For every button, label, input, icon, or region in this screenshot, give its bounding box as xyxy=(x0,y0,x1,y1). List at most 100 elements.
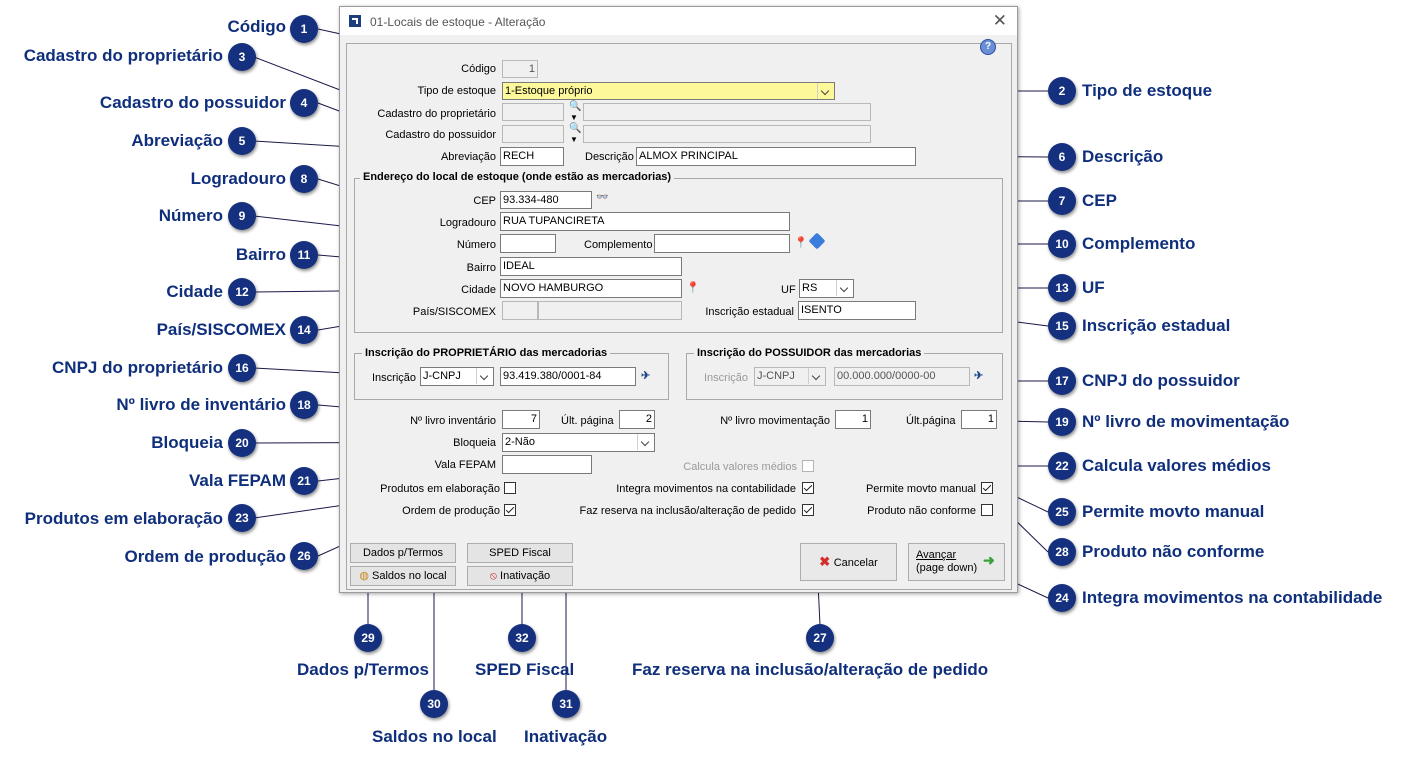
produto-nao-conforme-label: Produto não conforme xyxy=(867,505,976,517)
callout-badge-26: 26 xyxy=(290,542,318,570)
cep-input[interactable]: 93.334-480 xyxy=(500,191,592,209)
callout-caption-24: Integra movimentos na contabilidade xyxy=(1082,588,1383,607)
callout-caption-17: CNPJ do possuidor xyxy=(1082,371,1240,390)
complemento-input[interactable] xyxy=(654,234,790,253)
callout-badge-10: 10 xyxy=(1048,230,1076,258)
proprietario-cnpj-input[interactable]: 93.419.380/0001-84 xyxy=(500,367,636,386)
bairro-input[interactable]: IDEAL xyxy=(500,257,682,276)
cidade-input[interactable]: NOVO HAMBURGO xyxy=(500,279,682,298)
inscricao-estadual-input[interactable]: ISENTO xyxy=(798,301,916,320)
callout-caption-19: Nº livro de movimentação xyxy=(1082,412,1290,431)
tipo-estoque-select[interactable]: 1-Estoque próprio xyxy=(502,82,835,100)
callout-caption-30: Saldos no local xyxy=(372,727,497,746)
callout-caption-31: Inativação xyxy=(524,727,608,746)
dados-termos-button[interactable]: Dados p/Termos xyxy=(350,543,456,563)
chevron-down-icon[interactable] xyxy=(476,368,493,384)
callout-badge-5: 5 xyxy=(228,127,256,155)
callout-caption-32: SPED Fiscal xyxy=(475,660,575,679)
binoculars-icon[interactable]: 👓 xyxy=(596,192,609,203)
callout-caption-13: UF xyxy=(1082,278,1105,297)
avancar-label: Avançar xyxy=(916,549,957,561)
possuidor-group-title: Inscrição do POSSUIDOR das mercadorias xyxy=(694,347,925,359)
pais-code[interactable] xyxy=(502,301,538,320)
callout-badge-17: 17 xyxy=(1048,367,1076,395)
lookup-icon[interactable]: ✈ xyxy=(641,370,651,382)
sped-fiscal-button[interactable]: SPED Fiscal xyxy=(467,543,573,563)
x-icon: ✖ xyxy=(819,554,834,569)
descricao-label: Descrição xyxy=(585,151,634,163)
possuidor-inscricao-label: Inscrição xyxy=(704,372,749,384)
help-icon[interactable]: ? xyxy=(980,39,996,55)
produtos-elaboracao-checkbox[interactable] xyxy=(504,482,516,494)
faz-reserva-checkbox[interactable] xyxy=(802,504,814,516)
ult-pagina2-input[interactable]: 1 xyxy=(961,410,997,429)
chevron-down-icon[interactable] xyxy=(836,280,853,296)
codigo-input[interactable]: 1 xyxy=(502,60,538,78)
callout-badge-11: 11 xyxy=(290,241,318,269)
chevron-down-icon[interactable] xyxy=(808,368,825,384)
search-icon[interactable]: 🔍 xyxy=(569,123,582,134)
callout-badge-19: 19 xyxy=(1048,408,1076,436)
callout-badge-21: 21 xyxy=(290,467,318,495)
callout-badge-23: 23 xyxy=(228,504,256,532)
calcula-valores-checkbox[interactable] xyxy=(802,460,814,472)
proprietario-group-title: Inscrição do PROPRIETÁRIO das mercadoria… xyxy=(362,347,611,359)
arrow-down-icon[interactable]: ▼ xyxy=(570,113,578,122)
proprietario-tipo-select[interactable]: J-CNPJ xyxy=(420,367,494,386)
chevron-down-icon[interactable] xyxy=(817,83,834,99)
callout-badge-9: 9 xyxy=(228,202,256,230)
callout-caption-21: Vala FEPAM xyxy=(189,471,286,490)
livro-inventario-input[interactable]: 7 xyxy=(502,410,540,429)
abreviacao-input[interactable]: RECH xyxy=(500,147,564,166)
close-icon[interactable]: ✕ xyxy=(992,11,1007,30)
avancar-button[interactable]: Avançar (page down) ➜ xyxy=(908,543,1005,581)
callout-caption-15: Inscrição estadual xyxy=(1082,316,1231,335)
vala-fepam-input[interactable] xyxy=(502,455,592,474)
callout-caption-11: Bairro xyxy=(235,245,286,264)
livro-movimentacao-input[interactable]: 1 xyxy=(835,410,871,429)
cad-proprietario-name[interactable] xyxy=(583,103,871,121)
callout-badge-18: 18 xyxy=(290,391,318,419)
proprietario-inscricao-label: Inscrição xyxy=(372,372,417,384)
callout-badge-28: 28 xyxy=(1048,538,1076,566)
search-icon[interactable]: 🔍 xyxy=(569,101,582,112)
cad-possuidor-name[interactable] xyxy=(583,125,871,143)
ordem-producao-checkbox[interactable] xyxy=(504,504,516,516)
possuidor-cnpj-input[interactable]: 00.000.000/0000-00 xyxy=(834,367,970,386)
bloqueia-select[interactable]: 2-Não xyxy=(502,433,655,452)
livro-inventario-label: Nº livro inventário xyxy=(410,415,496,427)
ult-pagina-input[interactable]: 2 xyxy=(619,410,655,429)
inativacao-button[interactable]: ⦸ Inativação xyxy=(467,566,573,586)
tipo-estoque-value: 1-Estoque próprio xyxy=(505,85,593,97)
uf-select[interactable]: RS xyxy=(799,279,854,298)
cad-proprietario-code[interactable] xyxy=(502,103,564,121)
bloqueia-value: 2-Não xyxy=(505,436,535,448)
callout-badge-32: 32 xyxy=(508,624,536,652)
lookup-icon[interactable]: ✈ xyxy=(974,370,984,382)
codigo-label: Código xyxy=(461,63,496,75)
cad-possuidor-code[interactable] xyxy=(502,125,564,143)
callout-badge-7: 7 xyxy=(1048,187,1076,215)
window-title: 01-Locais de estoque - Alteração xyxy=(370,15,546,29)
callout-caption-1: Código xyxy=(227,17,286,36)
chevron-down-icon[interactable] xyxy=(637,434,654,450)
produto-nao-conforme-checkbox[interactable] xyxy=(981,504,993,516)
callout-caption-7: CEP xyxy=(1082,191,1117,210)
callout-caption-8: Logradouro xyxy=(190,169,286,188)
possuidor-tipo-select[interactable]: J-CNPJ xyxy=(754,367,826,386)
cancelar-button[interactable]: ✖ Cancelar xyxy=(800,543,897,581)
descricao-input[interactable]: ALMOX PRINCIPAL xyxy=(636,147,916,166)
pais-name[interactable] xyxy=(538,301,682,320)
callout-badge-30: 30 xyxy=(420,690,448,718)
permite-movto-checkbox[interactable] xyxy=(981,482,993,494)
integra-movimentos-checkbox[interactable] xyxy=(802,482,814,494)
callout-badge-12: 12 xyxy=(228,278,256,306)
logradouro-input[interactable]: RUA TUPANCIRETA xyxy=(500,212,790,231)
map-pin-icon[interactable]: 📍 xyxy=(686,282,700,294)
numero-input[interactable] xyxy=(500,234,556,253)
callout-badge-15: 15 xyxy=(1048,312,1076,340)
bairro-label: Bairro xyxy=(466,262,496,274)
arrow-down-icon[interactable]: ▼ xyxy=(570,135,578,144)
map-pin-icon[interactable]: 📍 xyxy=(794,237,808,249)
saldos-local-button[interactable]: ◍ Saldos no local xyxy=(350,566,456,586)
